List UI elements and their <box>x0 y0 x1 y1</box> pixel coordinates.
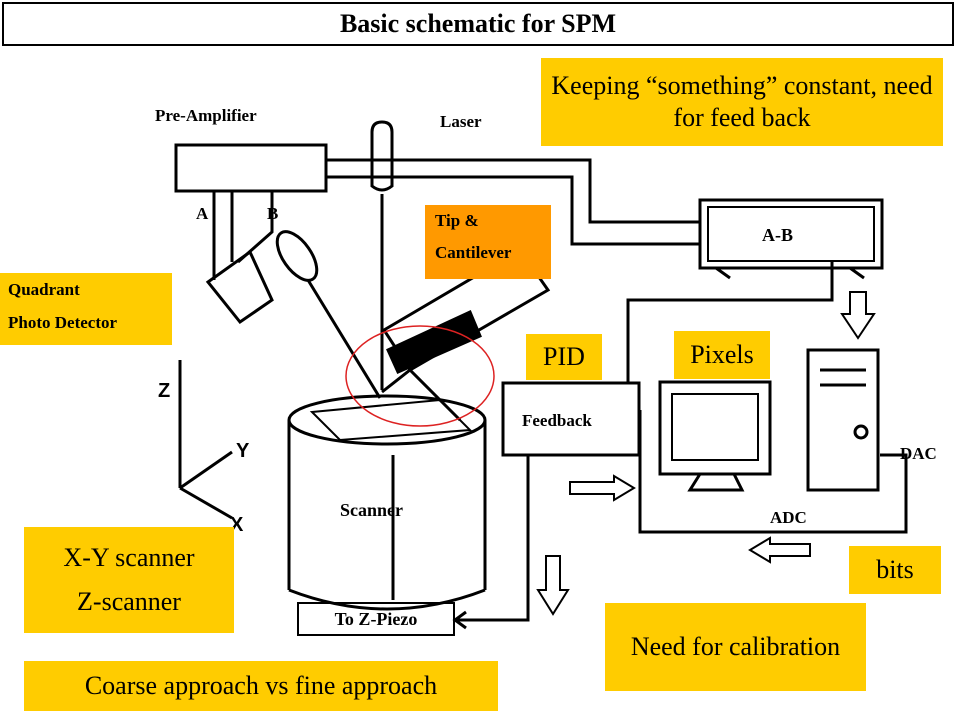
dac-label: DAC <box>900 444 937 463</box>
pre-amplifier-label: Pre-Amplifier <box>155 106 257 125</box>
note-pixels: Pixels <box>674 331 770 379</box>
wire-preamp-ab-bottom <box>326 175 700 246</box>
quadrant-detector <box>205 249 274 325</box>
feedback-label: Feedback <box>522 411 592 430</box>
arrow-left-adc <box>748 536 811 564</box>
tip-cantilever-line2: Cantilever <box>435 243 512 263</box>
arrow-down-ab <box>840 291 876 340</box>
note-scanners: X-Y scanner Z-scanner <box>24 527 234 633</box>
axis-z-label: Z <box>158 380 171 402</box>
wire-feedback-zpiezo <box>455 455 530 622</box>
note-tip-cantilever: Tip & Cantilever <box>425 205 551 279</box>
arrow-down-feedback <box>536 555 570 616</box>
to-z-piezo-box: To Z-Piezo <box>297 602 455 636</box>
wire-adc-dac <box>638 410 908 534</box>
wire-ab-feedback <box>626 262 834 384</box>
y-axis <box>179 450 233 490</box>
quadrant-line1: Quadrant <box>8 280 80 299</box>
a-minus-b-box <box>698 198 884 270</box>
note-calibration: Need for calibration <box>605 603 866 691</box>
scanner-label: Scanner <box>340 500 403 520</box>
z-scanner-text: Z-scanner <box>77 587 181 616</box>
axis-y-label: Y <box>236 440 250 462</box>
note-coarse-fine: Coarse approach vs fine approach <box>24 661 498 711</box>
mirror <box>275 230 319 282</box>
a-minus-b-label: A-B <box>762 225 793 245</box>
pre-amplifier-box <box>174 143 328 193</box>
note-pid: PID <box>526 334 602 380</box>
xy-scanner-text: X-Y scanner <box>63 542 195 572</box>
computer-tower <box>806 348 880 492</box>
adc-label: ADC <box>770 508 807 527</box>
note-feedback: Keeping “something” constant, need for f… <box>541 58 943 146</box>
x-axis <box>179 486 233 520</box>
note-quadrant-detector: Quadrant Photo Detector <box>0 273 172 345</box>
wire-preamp-ab-top <box>326 158 700 224</box>
detector-b-label: B <box>267 204 279 223</box>
tip-cantilever-line1: Tip & <box>435 211 479 230</box>
quadrant-line2: Photo Detector <box>8 313 118 333</box>
arrow-right-monitor <box>569 474 636 502</box>
tip-highlight-circle <box>345 325 495 427</box>
laser-label: Laser <box>440 112 482 131</box>
detector-a-label: A <box>196 204 209 223</box>
monitor-frame <box>658 380 772 476</box>
laser-rod <box>370 120 394 192</box>
note-bits: bits <box>849 546 941 594</box>
page-title: Basic schematic for SPM <box>2 2 954 46</box>
